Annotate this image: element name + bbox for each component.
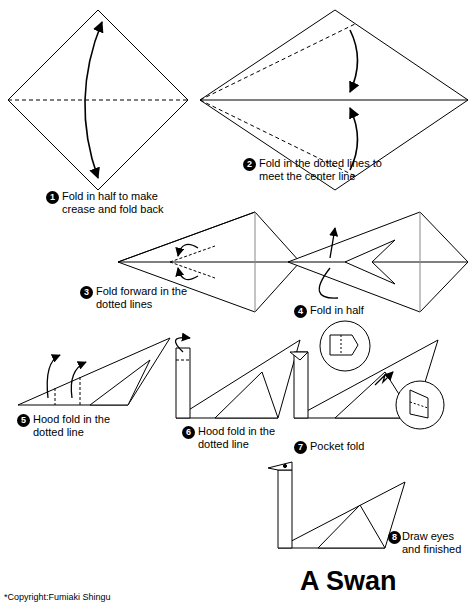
swan-eye <box>283 464 286 467</box>
fold-arrow <box>85 22 102 178</box>
diagram-title: A Swan <box>300 566 397 596</box>
fold-line <box>176 360 190 361</box>
flap-edge <box>420 212 421 312</box>
step-instruction: Pocket fold <box>310 440 400 453</box>
inner-flap <box>215 372 278 418</box>
inner-flap <box>90 360 150 405</box>
step-instruction: Fold in half to make crease and fold bac… <box>62 190 187 216</box>
fold-line <box>170 246 215 262</box>
fold-line <box>8 100 188 101</box>
paper-square <box>200 10 468 190</box>
fold-arrow <box>47 355 60 398</box>
fold-line <box>200 24 355 100</box>
inner-flap <box>318 505 385 548</box>
swan-body <box>176 340 300 418</box>
step-number: 1 <box>46 191 59 204</box>
step-number: 5 <box>17 414 30 427</box>
center-line <box>288 262 468 263</box>
fold-arrow <box>375 372 393 385</box>
fold-arrow <box>178 244 198 256</box>
fold-arrow <box>175 338 190 352</box>
step-instruction: Hood fold in the dotted line <box>198 425 282 451</box>
fold-arrow <box>330 228 335 258</box>
fold-line <box>55 388 56 405</box>
step-instruction: Fold in the dotted lines to meet the cen… <box>259 157 391 183</box>
step-instruction: Fold forward in the dotted lines <box>96 285 196 311</box>
fold-arrow <box>319 268 338 298</box>
fold-arrow <box>350 30 358 92</box>
fold-line <box>170 262 215 278</box>
head-detail <box>330 335 358 355</box>
fold-line <box>410 402 428 408</box>
step-number: 2 <box>243 158 256 171</box>
flap-edge <box>118 212 255 262</box>
crease-line <box>200 100 468 101</box>
paper-kite <box>288 212 468 312</box>
swan-head <box>290 352 308 360</box>
step-instruction: Fold in half <box>310 304 410 317</box>
tail-detail <box>410 390 428 418</box>
swan-body <box>278 482 405 548</box>
paper-square <box>8 10 188 190</box>
step-number: 8 <box>388 531 401 544</box>
step-number: 7 <box>294 441 307 454</box>
fold-arrow <box>71 362 86 398</box>
step-instruction: Hood fold in the dotted line <box>33 413 117 439</box>
step-number: 6 <box>182 426 195 439</box>
folded-point <box>345 240 395 284</box>
swan-neck <box>294 352 308 418</box>
swan-head <box>268 462 292 470</box>
swan-neck <box>176 348 190 418</box>
copyright-note: *Copyright:Fumiaki Shingu <box>4 592 111 603</box>
center-line <box>118 262 300 263</box>
step-number: 3 <box>80 286 93 299</box>
detail-circle <box>320 321 370 371</box>
fold-arrow <box>178 268 198 280</box>
detail-circle <box>396 381 444 429</box>
fold-line <box>341 335 342 355</box>
step-number: 4 <box>294 305 307 318</box>
folded-triangle <box>18 338 170 405</box>
fold-line <box>80 377 81 405</box>
swan-neck <box>278 470 292 548</box>
step-instruction: Draw eyes and finished <box>402 530 470 556</box>
flap-edge <box>255 212 256 312</box>
